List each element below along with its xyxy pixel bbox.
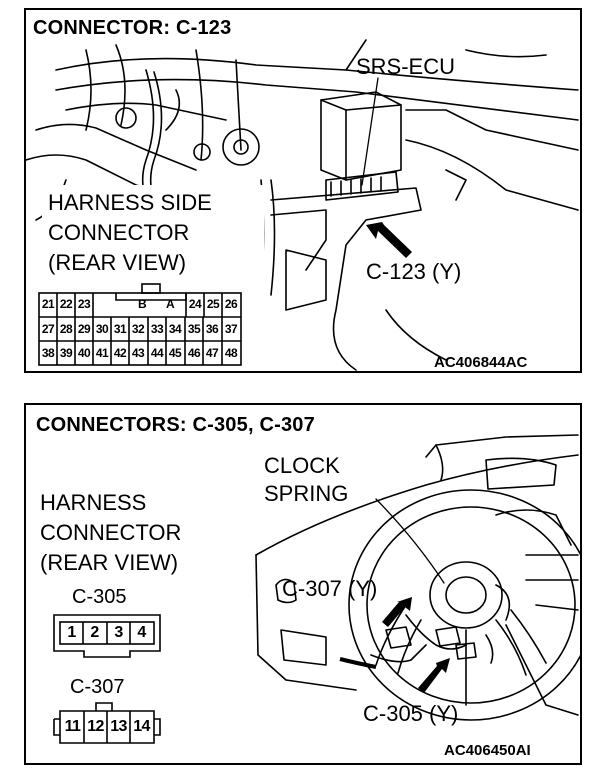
pin-number: 40 xyxy=(77,346,91,360)
c305-connector-face xyxy=(53,614,161,658)
harness-label-line1: HARNESS xyxy=(40,490,147,515)
page-title: CONNECTOR: C-123 xyxy=(33,17,232,39)
c123-connector-face xyxy=(38,283,242,366)
pin-number: 3 xyxy=(114,624,123,641)
panel-connector-c123: CONNECTOR: C-123 SRS-ECU C-123 (Y) HARNE… xyxy=(24,8,582,373)
pin-number: 38 xyxy=(41,346,55,360)
pin-number: 36 xyxy=(205,322,219,336)
pin-number: 46 xyxy=(187,346,201,360)
c123-label: C-123 (Y) xyxy=(366,259,462,284)
pin-number: 39 xyxy=(59,346,73,360)
harness-label-line1: HARNESS SIDE xyxy=(48,190,212,215)
pin-number: 12 xyxy=(87,718,104,735)
pin-number: 28 xyxy=(59,322,73,336)
harness-label-line3: (REAR VIEW) xyxy=(40,550,179,575)
pin-number: 1 xyxy=(67,624,76,641)
figure-code: AC406844AC xyxy=(434,354,528,371)
c307-callout: C-307 (Y) xyxy=(282,576,378,601)
pin-number: 34 xyxy=(168,322,182,336)
pin-number: 31 xyxy=(113,322,127,336)
panel-connectors-c305-c307: CONNECTORS: C-305, C-307 CLOCK SPRING C-… xyxy=(24,403,582,765)
figure-code: AC406450AI xyxy=(444,742,531,759)
c307-connector-face xyxy=(53,702,161,744)
clock-spring-label-line2: SPRING xyxy=(264,481,349,506)
harness-label-line2: CONNECTOR xyxy=(40,520,182,545)
pin-number: 30 xyxy=(95,322,109,336)
pin-number: 43 xyxy=(131,346,145,360)
dashboard-line-art xyxy=(26,39,579,371)
pin-number: 11 xyxy=(64,718,81,735)
c305-connector-label: C-305 xyxy=(72,586,127,608)
pin-number: 2 xyxy=(90,624,99,641)
page-title: CONNECTORS: C-305, C-307 xyxy=(36,414,315,436)
pin-number: 24 xyxy=(188,297,202,311)
c307-connector-label: C-307 xyxy=(70,676,125,698)
pin-number: 29 xyxy=(77,322,91,336)
pin-number: 22 xyxy=(59,297,73,311)
pin-number: 48 xyxy=(224,346,238,360)
pin-number: 21 xyxy=(41,297,55,311)
pin-number: 13 xyxy=(110,718,127,735)
clock-spring-label-line1: CLOCK xyxy=(264,453,340,478)
pin-number: 42 xyxy=(113,346,127,360)
pin-number: 4 xyxy=(137,624,146,641)
pin-number: 45 xyxy=(168,346,182,360)
pin-number: 35 xyxy=(187,322,201,336)
pin-number: 41 xyxy=(95,346,109,360)
c305-callout: C-305 (Y) xyxy=(363,701,459,726)
pin-number: 27 xyxy=(41,322,55,336)
pin-number: 25 xyxy=(206,297,220,311)
pin-number: 37 xyxy=(224,322,238,336)
harness-label-line3: (REAR VIEW) xyxy=(48,250,187,275)
pin-number: 14 xyxy=(133,718,150,735)
harness-label-line2: CONNECTOR xyxy=(48,220,190,245)
pin-number: B xyxy=(137,297,147,311)
srs-ecu-label: SRS-ECU xyxy=(356,54,456,79)
pin-number: 26 xyxy=(224,297,238,311)
pin-number: 47 xyxy=(205,346,219,360)
pin-number: A xyxy=(165,297,175,311)
pin-number: 23 xyxy=(77,297,91,311)
pin-number: 33 xyxy=(150,322,164,336)
pin-number: 32 xyxy=(131,322,145,336)
pin-number: 44 xyxy=(150,346,164,360)
